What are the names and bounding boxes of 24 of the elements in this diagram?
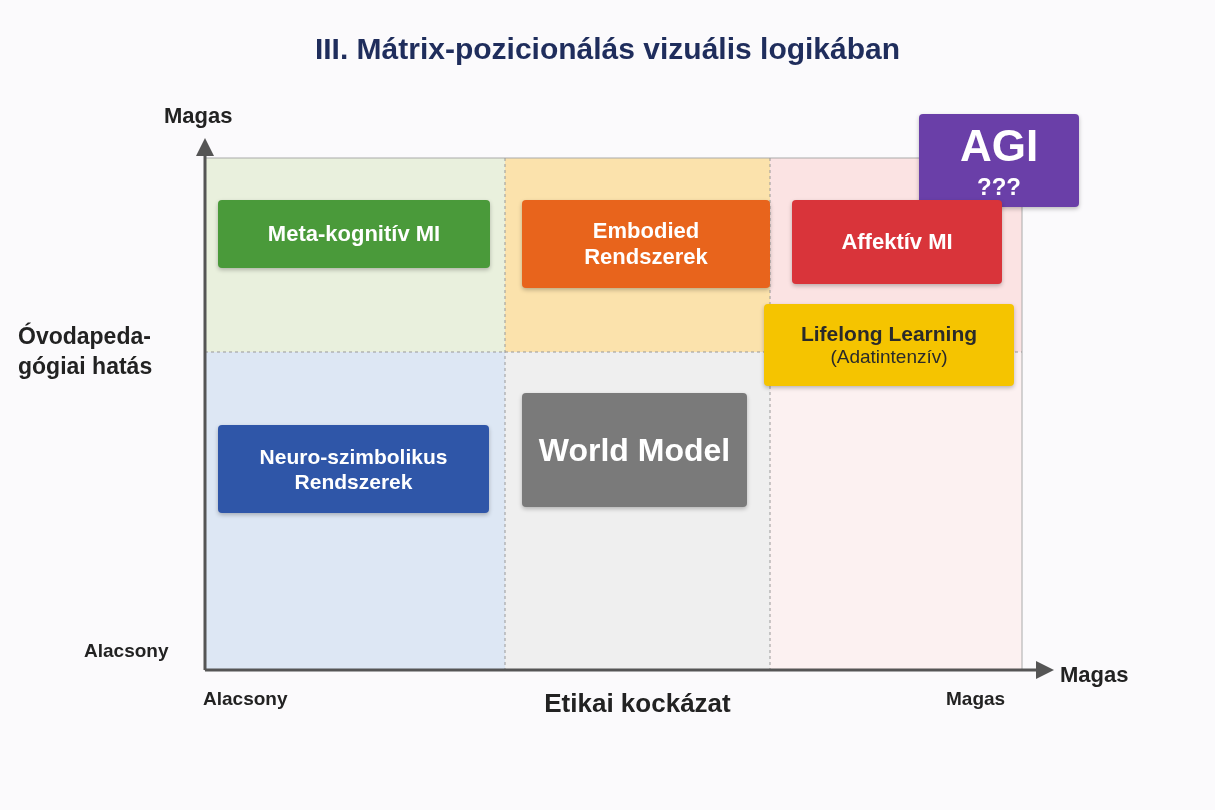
title: III. Mátrix-pozicionálás vizuális logikában xyxy=(313,32,902,66)
axis-label: Magas xyxy=(1060,662,1129,688)
category-box xyxy=(218,200,490,268)
category-box xyxy=(522,200,770,288)
axis-title: Óvodapeda- gógiai hatás xyxy=(18,322,154,381)
axis-label: Alacsony xyxy=(203,688,288,710)
axis-label: Magas xyxy=(946,688,1006,710)
box-text: ??? xyxy=(977,172,1021,202)
axis-label: Alacsony xyxy=(84,640,169,662)
axis-title: Etikai kockázat xyxy=(543,688,732,719)
category-box xyxy=(919,114,1079,207)
box-text: Meta-kognitív MI xyxy=(267,220,441,248)
axis-label: Magas xyxy=(164,103,233,129)
box-text: Affektív MI xyxy=(841,228,953,256)
box-text: Lifelong Learning xyxy=(800,321,978,347)
category-box xyxy=(218,425,489,513)
box-text: (Adatintenzív) xyxy=(830,346,948,369)
category-box xyxy=(522,393,747,507)
box-text: AGI xyxy=(959,119,1039,172)
category-box xyxy=(764,304,1014,386)
box-text: Neuro-szimbolikus Rendszerek xyxy=(258,443,449,495)
box-text: Embodied Rendszerek xyxy=(583,217,709,271)
category-box xyxy=(792,200,1002,284)
box-text: World Model xyxy=(538,430,731,470)
